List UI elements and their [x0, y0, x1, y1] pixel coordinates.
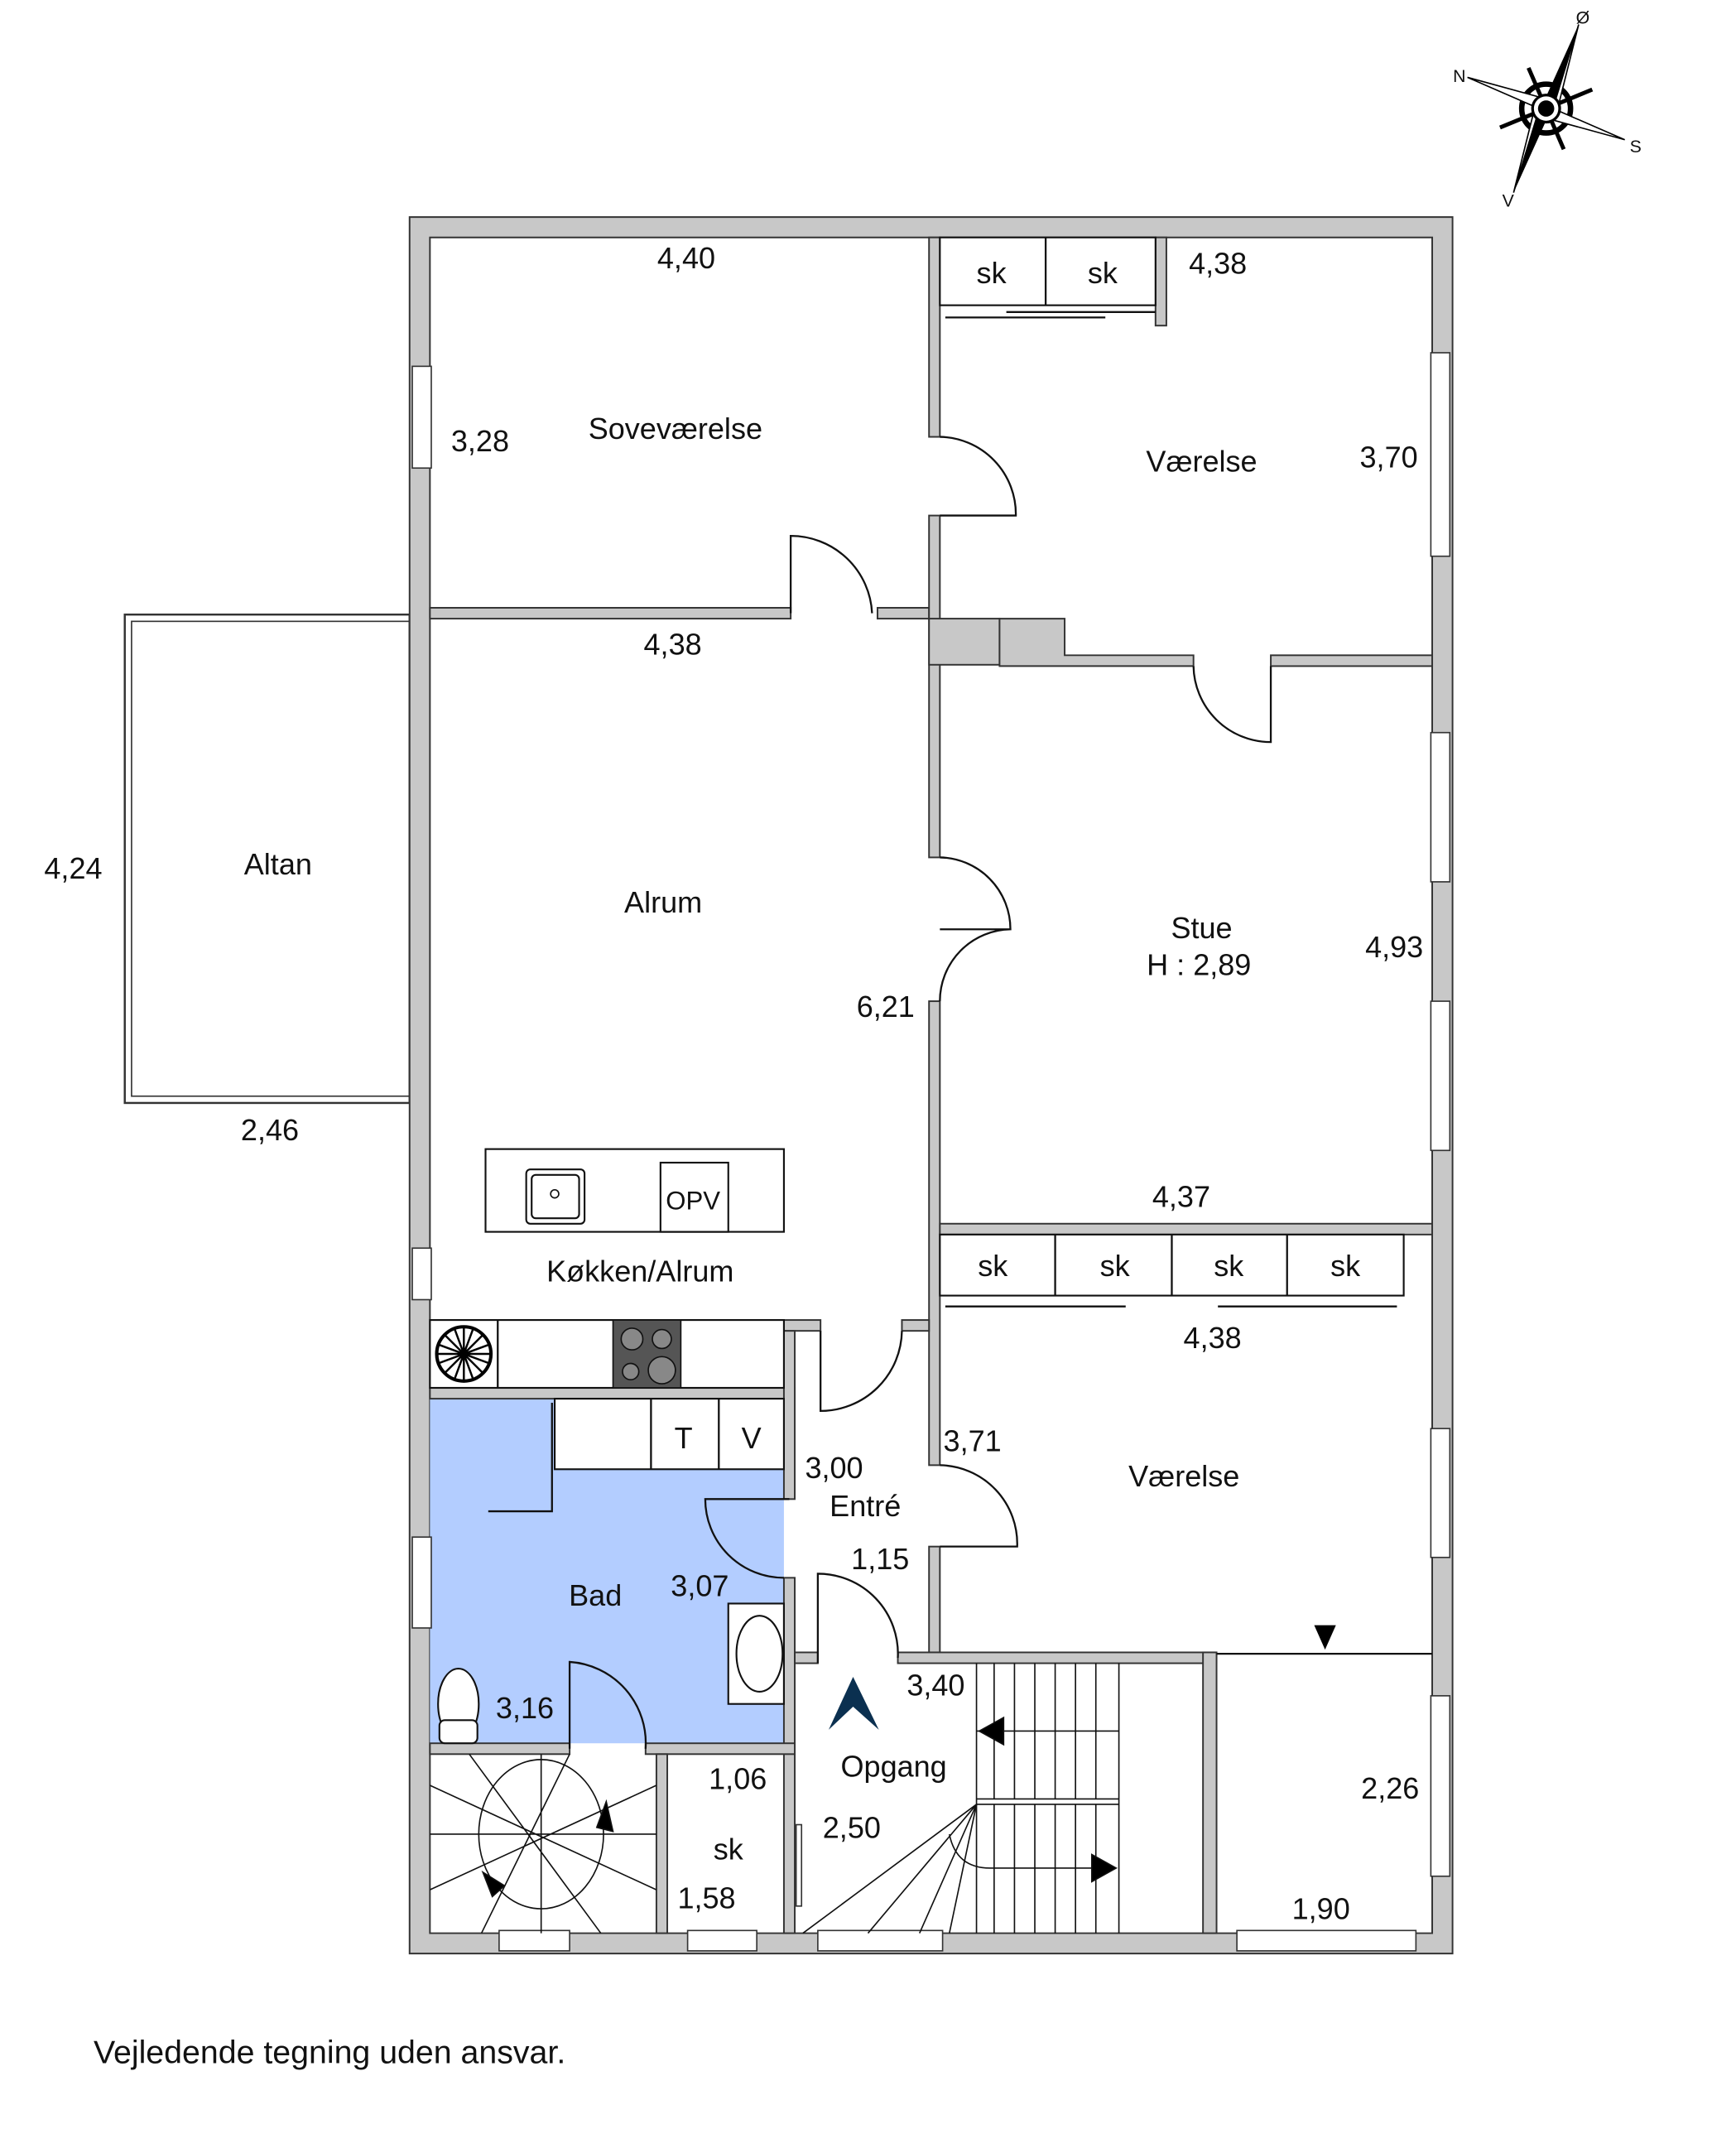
- ceiling-height: H : 2,89: [1147, 947, 1251, 981]
- room-name: Opgang: [841, 1750, 947, 1784]
- compass-south: S: [1630, 137, 1642, 157]
- doors[interactable]: [568, 436, 1272, 1749]
- room-name: Køkken/Alrum: [546, 1255, 733, 1288]
- dim: 3,07: [671, 1569, 729, 1603]
- dim: 4,38: [1184, 1321, 1242, 1355]
- dim: 2,50: [823, 1810, 881, 1844]
- dim: 1,15: [851, 1542, 909, 1576]
- compass-north: N: [1453, 66, 1465, 86]
- dim: 3,00: [805, 1451, 863, 1485]
- dim: 4,37: [1152, 1179, 1210, 1213]
- wardrobe-bottom[interactable]: [939, 1233, 1405, 1308]
- room-name: Alrum: [624, 885, 702, 919]
- room-name: Entré: [830, 1489, 901, 1523]
- dim: 1,58: [677, 1881, 735, 1915]
- dim: 2,26: [1361, 1771, 1419, 1805]
- kitchen-counter: [429, 1319, 785, 1390]
- dim: 3,40: [906, 1668, 964, 1702]
- fan-icon: [435, 1325, 493, 1383]
- wardrobe-top[interactable]: [939, 236, 1157, 319]
- bathroom-fixtures: [437, 1398, 785, 1745]
- arrow-down-icon: [1314, 1625, 1336, 1650]
- closet-label: sk: [1214, 1249, 1244, 1283]
- dishwasher-label: OPV: [666, 1186, 720, 1215]
- compass-west: V: [1503, 190, 1515, 210]
- dim: 4,38: [1189, 246, 1247, 280]
- appliance-label: V: [742, 1421, 762, 1455]
- room-name: Soveværelse: [589, 412, 762, 446]
- compass-rose-icon: [1467, 24, 1625, 193]
- dim: 4,24: [44, 851, 102, 885]
- dim: 4,40: [657, 241, 715, 275]
- dim: 4,38: [644, 628, 702, 662]
- room-labels: 4,40 3,28 Soveværelse sk sk 4,38 Værelse…: [44, 241, 1423, 1926]
- dim: 3,70: [1360, 441, 1418, 474]
- closet-label: sk: [1330, 1249, 1361, 1283]
- dim: 3,16: [496, 1691, 554, 1725]
- dim: 3,28: [451, 424, 509, 458]
- appliance-label: T: [675, 1421, 693, 1455]
- spiral-staircase: [429, 1753, 657, 1934]
- closet-label: sk: [1088, 256, 1118, 290]
- closet-label: sk: [978, 1249, 1008, 1283]
- dim: 2,46: [241, 1113, 299, 1147]
- kitchen-island: [484, 1148, 785, 1233]
- room-name: Bad: [569, 1578, 622, 1612]
- windows[interactable]: [411, 352, 1451, 1952]
- room-name: Værelse: [1128, 1459, 1239, 1493]
- dim: 3,71: [944, 1423, 1002, 1457]
- closet-label: sk: [977, 256, 1007, 290]
- room-name: Stue: [1171, 911, 1232, 945]
- entrance-marker-icon: [828, 1676, 879, 1730]
- dim: 1,06: [709, 1761, 767, 1795]
- disclaimer: Vejledende tegning uden ansvar.: [94, 2035, 565, 2071]
- room-name: Værelse: [1146, 445, 1257, 479]
- dim: 1,90: [1292, 1892, 1350, 1926]
- compass-east: Ø: [1576, 7, 1590, 27]
- room-name: sk: [714, 1833, 744, 1866]
- sliding-door[interactable]: [795, 1823, 803, 1907]
- dim: 4,93: [1365, 930, 1423, 964]
- dim: 6,21: [857, 990, 915, 1024]
- staircase: [802, 1663, 1120, 1934]
- closet-label: sk: [1100, 1249, 1131, 1283]
- room-name: Altan: [244, 847, 312, 881]
